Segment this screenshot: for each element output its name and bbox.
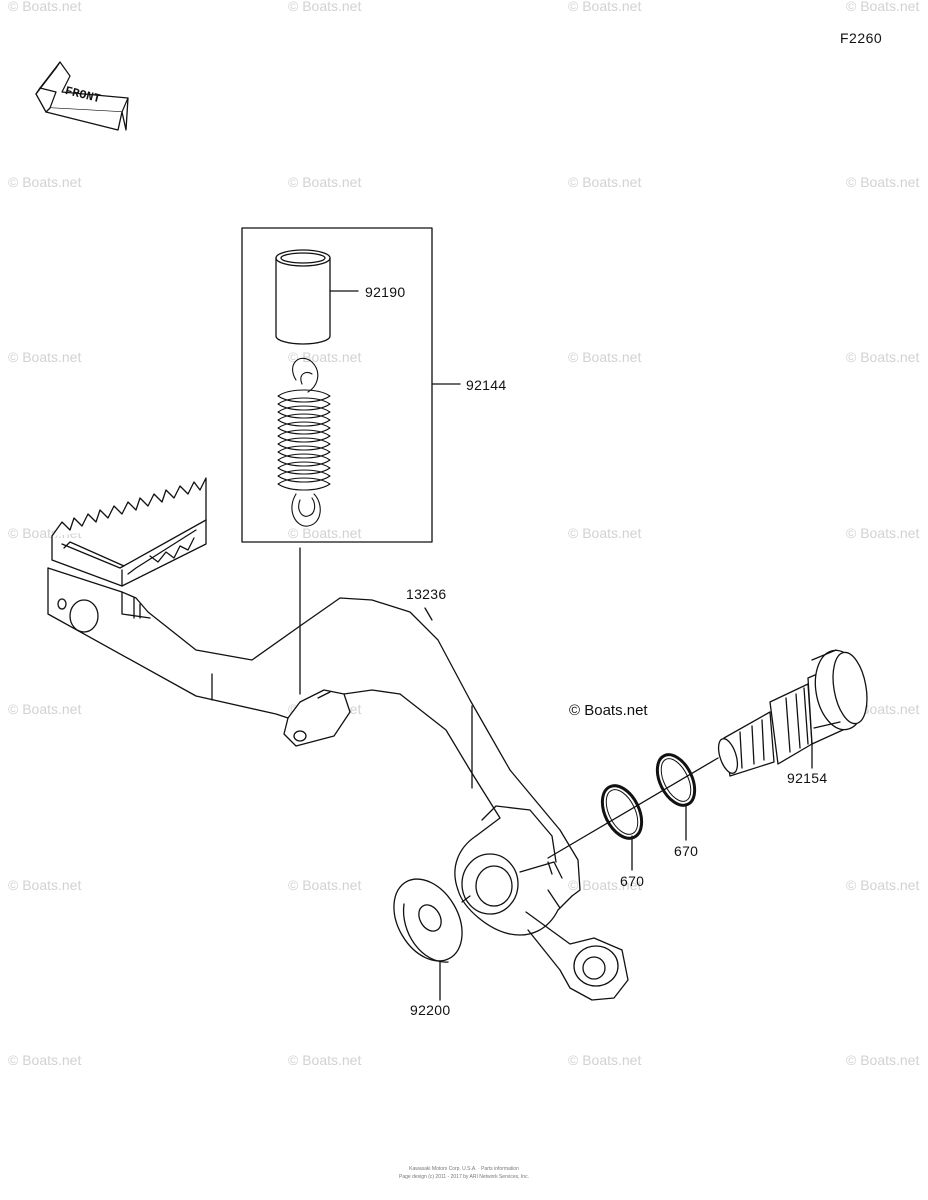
watermark: © Boats.net — [8, 877, 82, 893]
diagram-code: F2260 — [840, 30, 883, 46]
part-label-92144[interactable]: 92144 — [466, 377, 507, 393]
assembly-axis — [547, 757, 719, 859]
watermark: © Boats.net — [288, 0, 362, 14]
watermark: © Boats.net — [8, 174, 82, 190]
watermark: © Boats.net — [846, 174, 920, 190]
front-arrow-icon: FRONT — [35, 61, 129, 131]
leader-13236 — [424, 607, 433, 621]
o-ring-part — [655, 753, 697, 807]
watermark: © Boats.net — [568, 0, 642, 14]
part-label-92200[interactable]: 92200 — [410, 1002, 451, 1018]
watermark: © Boats.net — [846, 525, 920, 541]
watermark: © Boats.net — [568, 525, 642, 541]
spring-kit-box — [241, 227, 433, 543]
watermark: © Boats.net — [568, 1052, 642, 1068]
part-label-92154[interactable]: 92154 — [787, 770, 828, 786]
watermark: © Boats.net — [568, 877, 642, 893]
watermark: © Boats.net — [846, 349, 920, 365]
watermark: © Boats.net — [568, 174, 642, 190]
sleeve-part — [275, 249, 331, 345]
footer-line: Kawasaki Motors Corp. U.S.A. · Parts inf… — [409, 1166, 519, 1172]
leader-axis — [461, 895, 471, 903]
copyright-mark: © Boats.net — [569, 702, 648, 719]
watermark: © Boats.net — [288, 877, 362, 893]
pivot-bolt-part — [717, 649, 868, 777]
part-label-92190[interactable]: 92190 — [365, 284, 406, 300]
watermark: © Boats.net — [8, 349, 82, 365]
brake-pedal-part — [47, 477, 629, 1001]
watermark: © Boats.net — [8, 701, 82, 717]
watermark: © Boats.net — [288, 349, 362, 365]
o-ring-part — [600, 784, 644, 840]
watermark: © Boats.net — [846, 877, 920, 893]
spring-part — [277, 357, 331, 527]
part-label-670[interactable]: 670 — [674, 843, 699, 859]
part-label-13236[interactable]: 13236 — [406, 586, 447, 602]
watermark: © Boats.net — [846, 0, 920, 14]
watermark: © Boats.net — [288, 1052, 362, 1068]
watermark: © Boats.net — [8, 1052, 82, 1068]
watermark: © Boats.net — [288, 525, 362, 541]
footer-line: Page design (c) 2011 - 2017 by ARI Netwo… — [399, 1174, 529, 1180]
watermark: © Boats.net — [568, 349, 642, 365]
watermark: © Boats.net — [846, 1052, 920, 1068]
watermark: © Boats.net — [288, 174, 362, 190]
watermark: © Boats.net — [8, 0, 82, 14]
part-label-670[interactable]: 670 — [620, 873, 645, 889]
